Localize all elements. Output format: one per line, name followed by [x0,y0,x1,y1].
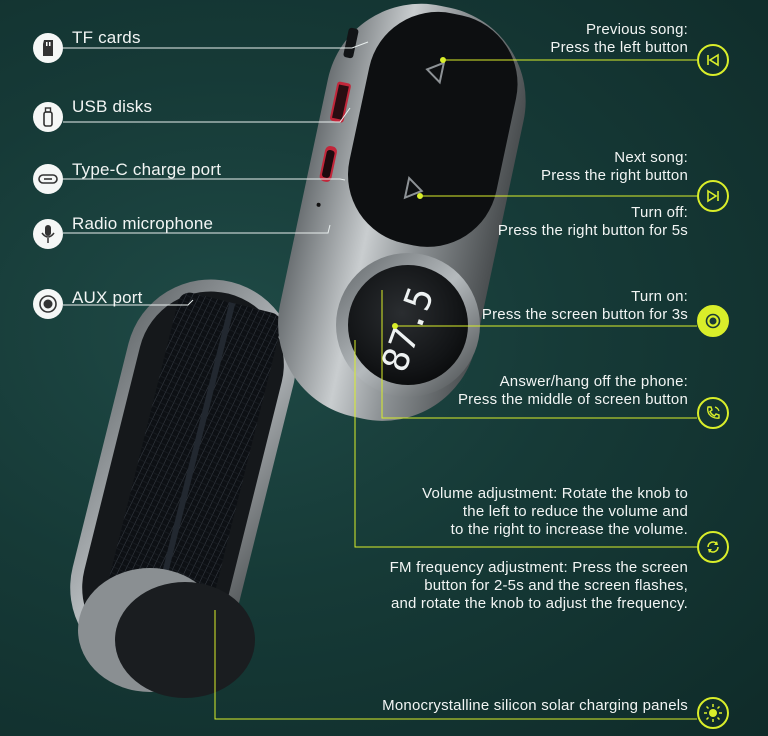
label-turn-on: Turn on: Press the screen button for 3s [481,288,688,323]
sun-icon [697,697,729,729]
label-answer-phone: Answer/hang off the phone: Press the mid… [457,373,688,408]
label-turn-off: Turn off: Press the right button for 5s [497,204,688,239]
label-tf-cards: TF cards [72,28,141,47]
aux-icon [33,289,63,319]
previous-track-icon [697,44,729,76]
left-leader-lines [63,41,369,306]
microphone-icon [33,219,63,249]
sd-card-icon [33,33,63,63]
type-c-icon [33,164,63,194]
label-usb-disks: USB disks [72,97,153,116]
label-solar: Monocrystalline silicon solar charging p… [382,697,688,714]
right-leader-lines [214,57,697,720]
label-next-song: Next song: Press the right button [541,149,688,184]
label-aux-port: AUX port [72,288,143,307]
label-previous-song: Previous song: Press the left button [550,21,688,56]
next-track-icon [697,180,729,212]
label-type-c: Type-C charge port [72,160,222,179]
usb-stick-icon [33,102,63,132]
label-volume: Volume adjustment: Rotate the knob to th… [422,485,688,538]
label-fm: FM frequency adjustment: Press the scree… [389,559,688,612]
rotate-knob-icon [697,531,729,563]
label-radio-mic: Radio microphone [72,214,214,233]
phone-icon [697,397,729,429]
power-on-icon [697,305,729,337]
